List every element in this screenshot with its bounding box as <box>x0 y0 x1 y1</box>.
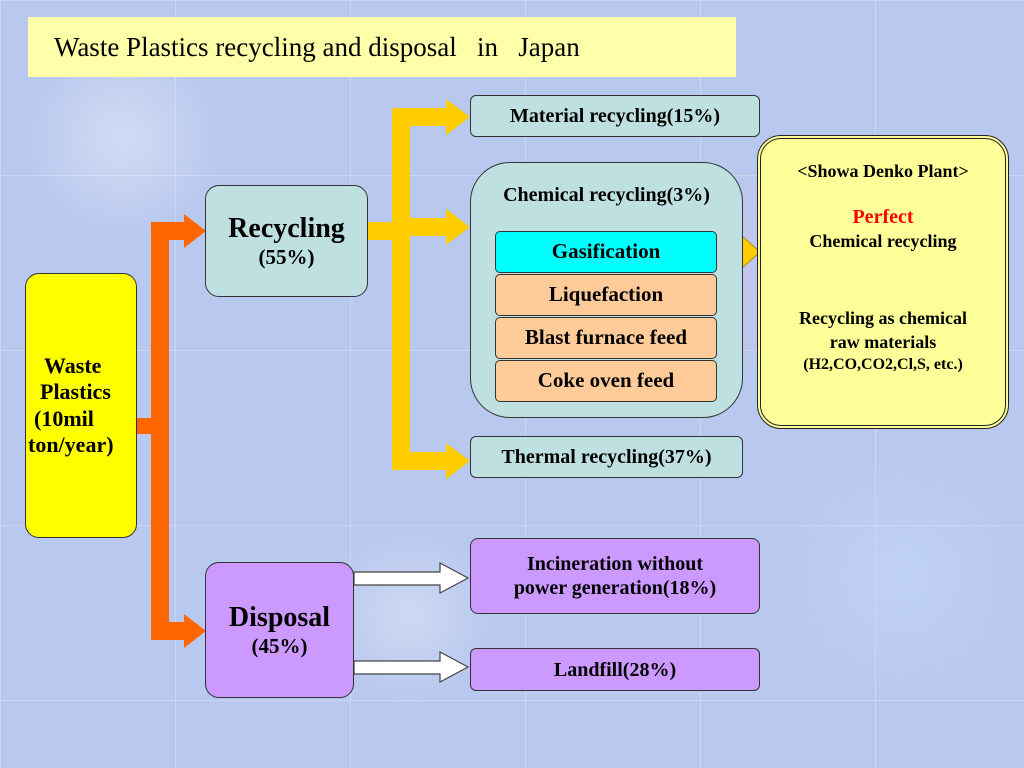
showa-denko-panel: <Showa Denko Plant> Perfect Chemical rec… <box>757 135 1009 429</box>
chemical-recycling-note: Chemical recycling <box>809 230 957 251</box>
raw-materials-line1: Recycling as chemical <box>799 308 967 329</box>
perfect-label: Perfect <box>852 205 914 228</box>
disposal-hollow-arrows <box>353 561 470 684</box>
gasification-label: Gasification <box>551 239 661 264</box>
liquefaction-label: Liquefaction <box>548 282 664 307</box>
plastics-label: Plastics <box>40 379 111 405</box>
liquefaction-box: Liquefaction <box>495 274 717 316</box>
slide-title: Waste Plastics recycling and disposal in… <box>28 17 736 77</box>
raw-materials-line3: (H2,CO,CO2,Cl,S, etc.) <box>803 356 963 374</box>
waste-label: Waste <box>44 352 102 378</box>
disposal-box: Disposal (45%) <box>205 562 354 698</box>
coke-oven-feed-box: Coke oven feed <box>495 360 717 402</box>
coke-oven-feed-label: Coke oven feed <box>537 368 675 393</box>
incineration-box: Incineration without power generation(18… <box>470 538 760 614</box>
disposal-percent: (45%) <box>251 634 308 659</box>
landfill-box: Landfill(28%) <box>470 648 760 691</box>
landfill-label: Landfill(28%) <box>553 658 677 681</box>
thermal-recycling-label: Thermal recycling(37%) <box>501 446 712 468</box>
yellow-branch-arrows <box>368 99 761 479</box>
chemical-recycling-label: Chemical recycling(3%) <box>503 184 710 206</box>
raw-materials-line2: raw materials <box>829 331 937 352</box>
blast-furnace-feed-box: Blast furnace feed <box>495 317 717 359</box>
orange-branch-arrows <box>137 214 206 648</box>
unit-label: ton/year) <box>28 431 114 457</box>
recycling-percent: (55%) <box>258 245 315 270</box>
recycling-label: Recycling <box>228 212 345 244</box>
gasification-box: Gasification <box>495 231 717 273</box>
material-recycling-box: Material recycling(15%) <box>470 95 760 137</box>
showa-denko-heading: <Showa Denko Plant> <box>797 161 969 181</box>
blast-furnace-feed-label: Blast furnace feed <box>524 325 688 350</box>
incineration-line2: power generation(18%) <box>513 577 717 599</box>
disposal-label: Disposal <box>228 601 331 633</box>
recycling-box: Recycling (55%) <box>205 185 368 297</box>
waste-plastics-box: Waste Plastics (10mil ton/year) <box>25 273 137 538</box>
amount-label: (10mil <box>34 405 94 431</box>
incineration-line1: Incineration without <box>526 553 704 575</box>
material-recycling-label: Material recycling(15%) <box>509 105 721 127</box>
thermal-recycling-box: Thermal recycling(37%) <box>470 436 743 478</box>
